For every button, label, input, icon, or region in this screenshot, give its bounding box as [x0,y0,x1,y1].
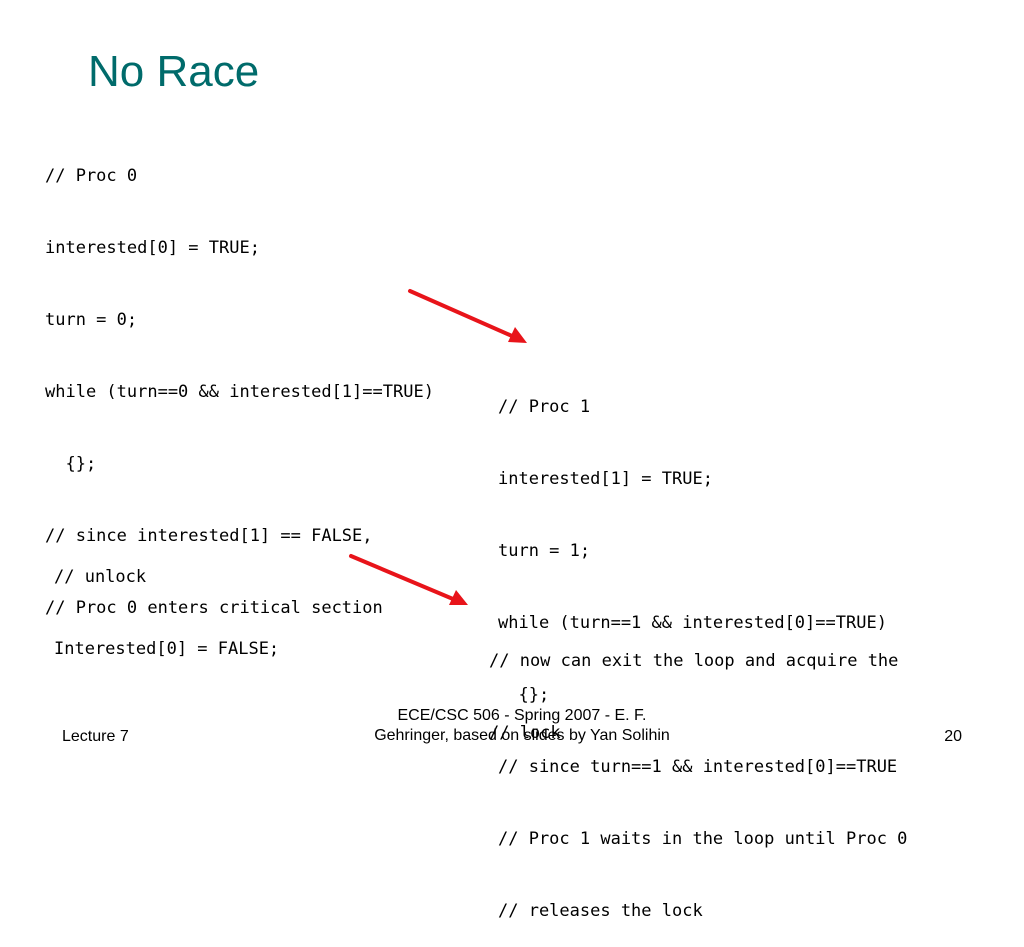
code-line: // now can exit the loop and acquire the [489,651,899,671]
code-line: {}; [498,685,550,705]
arrowhead [449,590,468,605]
code-line: // since interested[1] == FALSE, [45,526,373,546]
code-line: // unlock [54,567,147,587]
code-line: // Proc 1 waits in the loop until Proc 0 [498,829,908,849]
code-line: // lock [489,723,561,743]
code-line: interested[1] = TRUE; [498,469,713,489]
code-line: turn = 1; [498,541,591,561]
footer-lecture-label: Lecture 7 [62,728,129,745]
code-line: turn = 0; [45,310,138,330]
code-line: // releases the lock [498,901,703,921]
code-line: interested[0] = TRUE; [45,238,260,258]
code-line: // Proc 0 [45,166,138,186]
arrowhead [508,327,527,343]
slide-title: No Race [88,47,260,96]
code-line: Interested[0] = FALSE; [54,639,280,659]
code-line: while (turn==0 && interested[1]==TRUE) [45,382,434,402]
footer-credit-line: Gehringer, based on slides by Yan Solihi… [374,727,670,744]
unlock-code-block: // unlock Interested[0] = FALSE; [54,517,279,685]
exit-loop-code-block: // now can exit the loop and acquire the… [489,601,898,769]
proc0-code-block: // Proc 0 interested[0] = TRUE; turn = 0… [45,116,434,644]
slide-page-number: 20 [944,728,962,745]
code-line: {}; [45,454,97,474]
code-line: // Proc 0 enters critical section [45,598,383,618]
code-line: // Proc 1 [498,397,591,417]
code-line: while (turn==1 && interested[0]==TRUE) [498,613,887,633]
footer-course-credit: ECE/CSC 506 - Spring 2007 - E. F. Gehrin… [312,706,732,746]
footer-course-line: ECE/CSC 506 - Spring 2007 - E. F. [397,707,647,724]
